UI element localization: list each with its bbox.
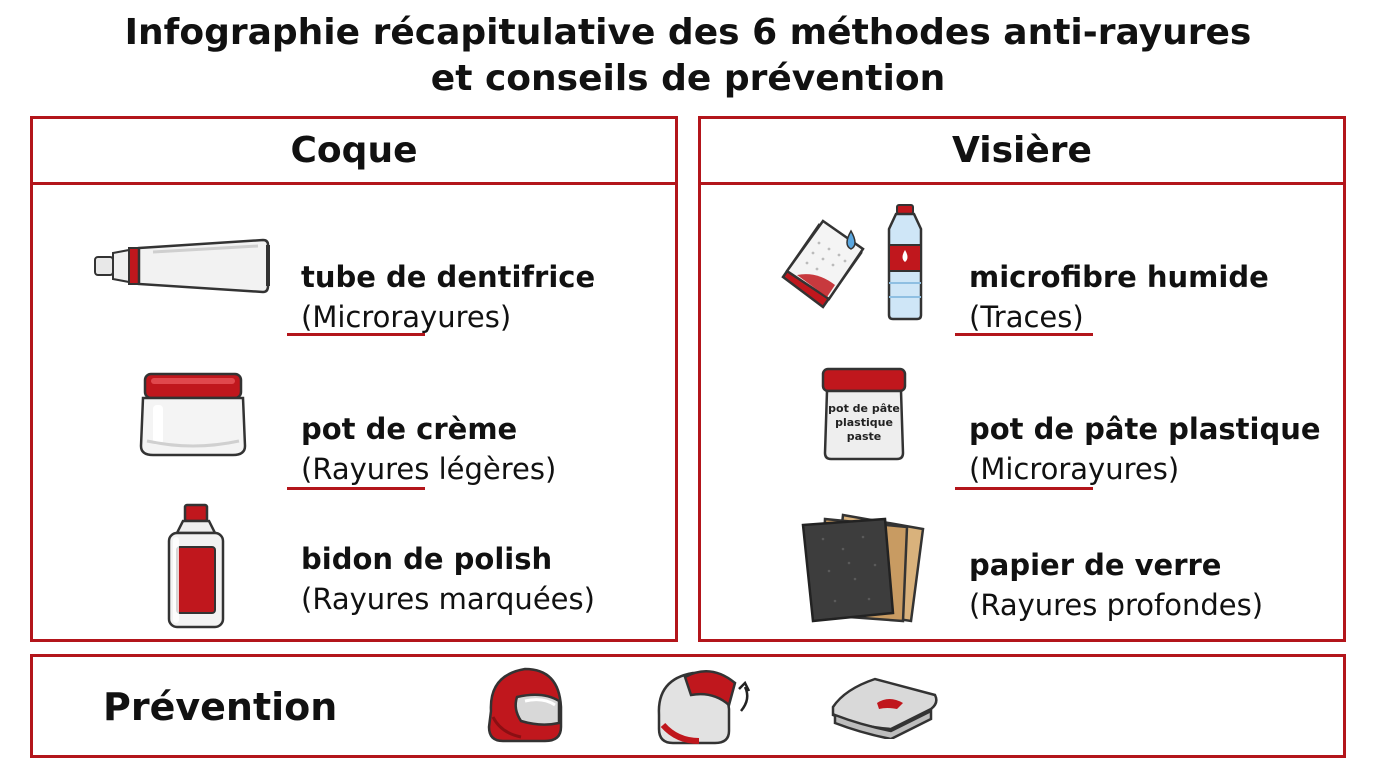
coque-item-sub: (Rayures marquées) <box>301 582 595 616</box>
toothpaste-tube-icon <box>94 238 270 294</box>
coque-panel: Coque tube de dentifrice (Microrayures) … <box>30 116 678 642</box>
plastic-paste-jar-icon: pot de pâte plastique paste <box>821 367 907 461</box>
open-visor-helmet-icon <box>657 670 751 745</box>
visiere-item-sub: (Traces) <box>969 300 1084 334</box>
coque-item-polish: bidon de polish (Rayures marquées) <box>33 503 675 633</box>
separator <box>287 487 425 490</box>
visiere-item-label: papier de verre <box>969 548 1222 582</box>
coque-item-label: pot de crème <box>301 412 518 446</box>
coque-item-toothpaste: tube de dentifrice (Microrayures) <box>33 221 675 351</box>
title-line-2: et conseils de prévention <box>430 58 946 99</box>
visiere-heading: Visière <box>701 119 1343 185</box>
coque-item-label: bidon de polish <box>301 542 553 576</box>
coque-item-label: tube de dentifrice <box>301 260 596 294</box>
visiere-item-microfiber: microfibre humide (Traces) <box>701 203 1343 334</box>
separator <box>287 333 425 336</box>
coque-item-sub: (Rayures légères) <box>301 452 557 486</box>
coque-item-cream: pot de crème (Rayures légères) <box>33 372 675 503</box>
cream-jar-icon <box>139 372 247 457</box>
prevention-heading: Prévention <box>103 685 338 729</box>
jar-label-line-3: paste <box>847 430 882 443</box>
wet-microfiber-icon <box>781 204 923 321</box>
folded-cloth-icon <box>831 677 938 739</box>
helmet-icon <box>487 667 563 743</box>
jar-label-line-1: pot de pâte <box>828 402 900 415</box>
polish-bottle-icon <box>167 503 225 629</box>
visiere-item-label: microfibre humide <box>969 260 1269 294</box>
prevention-panel: Prévention <box>30 654 1346 758</box>
coque-heading: Coque <box>33 119 675 185</box>
water-drop-icon <box>846 229 856 250</box>
visiere-item-sub: (Rayures profondes) <box>969 588 1264 622</box>
coque-item-sub: (Microrayures) <box>301 300 512 334</box>
separator <box>955 487 1093 490</box>
visiere-item-plastic-paste: pot de pâte plastique paste pot de pâte … <box>701 367 1343 503</box>
sandpaper-icon <box>801 513 925 623</box>
visiere-panel: Visière microfibre humid <box>698 116 1346 642</box>
separator <box>955 333 1093 336</box>
water-bottle-icon <box>887 204 923 321</box>
title-line-1: Infographie récapitulative des 6 méthode… <box>124 12 1252 53</box>
visiere-item-label: pot de pâte plastique <box>969 412 1321 446</box>
page-title: Infographie récapitulative des 6 méthode… <box>0 10 1376 102</box>
jar-label-line-2: plastique <box>835 416 893 429</box>
visiere-item-sub: (Microrayures) <box>969 452 1180 486</box>
visiere-item-sandpaper: papier de verre (Rayures profondes) <box>701 509 1343 639</box>
